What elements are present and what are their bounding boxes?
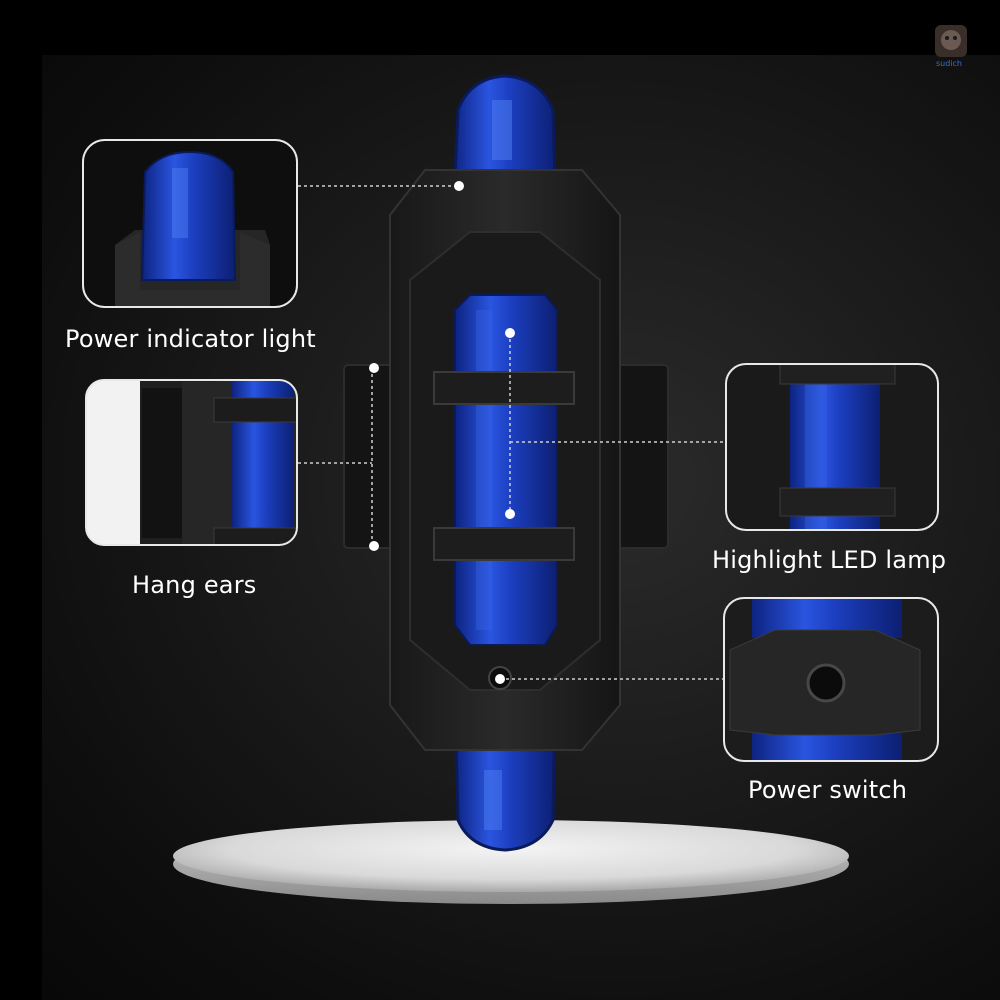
label-power-indicator-light: Power indicator light [65,325,316,353]
label-power-switch: Power switch [748,776,908,804]
inset-highlight-led-lamp [725,363,939,531]
inset-hang-ears [85,379,298,546]
light-body [389,169,621,751]
callout-dots [369,181,515,684]
inset-power-switch [723,597,939,762]
display-pedestal [173,820,849,904]
brand-logo-text: sudich [935,59,962,68]
callout-lines [298,185,724,680]
label-highlight-led-lamp: Highlight LED lamp [712,546,947,574]
inset-power-indicator-light [82,139,298,308]
label-hang-ears: Hang ears [132,571,257,599]
brand-logo-icon [935,25,967,57]
